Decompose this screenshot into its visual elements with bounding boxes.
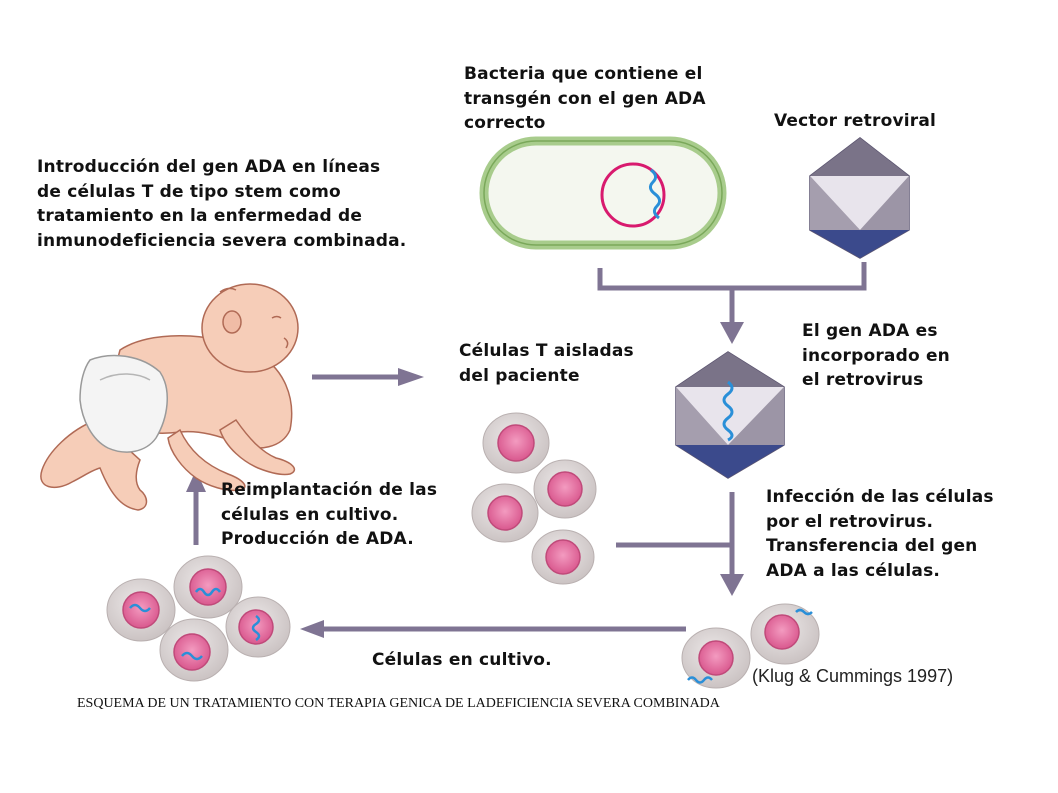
arrowheads — [186, 322, 744, 638]
t-cell — [471, 483, 539, 543]
intro-label: Introducción del gen ADA en líneas de cé… — [37, 157, 407, 251]
gene-incorporated-label: El gen ADA es incorporado en el retrovir… — [802, 321, 950, 390]
cultured-cell — [225, 596, 291, 658]
ada-gene-plasmid — [648, 168, 662, 220]
t-cells-label: Células T aisladas del paciente — [459, 341, 634, 386]
cultured-cell — [106, 578, 176, 642]
infection-label: Infección de las células por el retrovir… — [766, 487, 994, 581]
infected-cell — [750, 603, 820, 665]
reimplant-label: Reimplantación de las células en cultivo… — [221, 480, 438, 549]
connector-arrows — [193, 262, 867, 632]
cultured-cells — [106, 555, 291, 682]
baby-head — [201, 283, 299, 373]
retrovirus-with-gene-icon — [675, 351, 785, 479]
baby-hand — [167, 428, 246, 492]
figure-caption: ESQUEMA DE UN TRATAMIENTO CON TERAPIA GE… — [77, 696, 720, 711]
cultured-cell — [173, 555, 243, 619]
bacteria-label: Bacteria que contiene el transgén con el… — [464, 64, 706, 133]
t-cell — [533, 459, 597, 519]
culture-label: Células en cultivo. — [372, 650, 552, 670]
bacteria — [479, 136, 727, 250]
baby-arm — [219, 418, 296, 476]
cultured-cell — [159, 618, 229, 682]
ada-gene-retrovirus — [722, 380, 734, 442]
infected-cells — [681, 603, 820, 689]
t-cell — [531, 529, 595, 585]
vector-label: Vector retroviral — [774, 111, 937, 131]
credit-label: (Klug & Cummings 1997) — [752, 666, 954, 686]
isolated-t-cells — [471, 412, 597, 585]
plasmid-ring — [600, 162, 666, 228]
t-cell — [482, 412, 550, 474]
retroviral-vector-icon — [809, 137, 910, 259]
baby-illustration — [40, 283, 299, 511]
infected-cell — [681, 627, 751, 689]
